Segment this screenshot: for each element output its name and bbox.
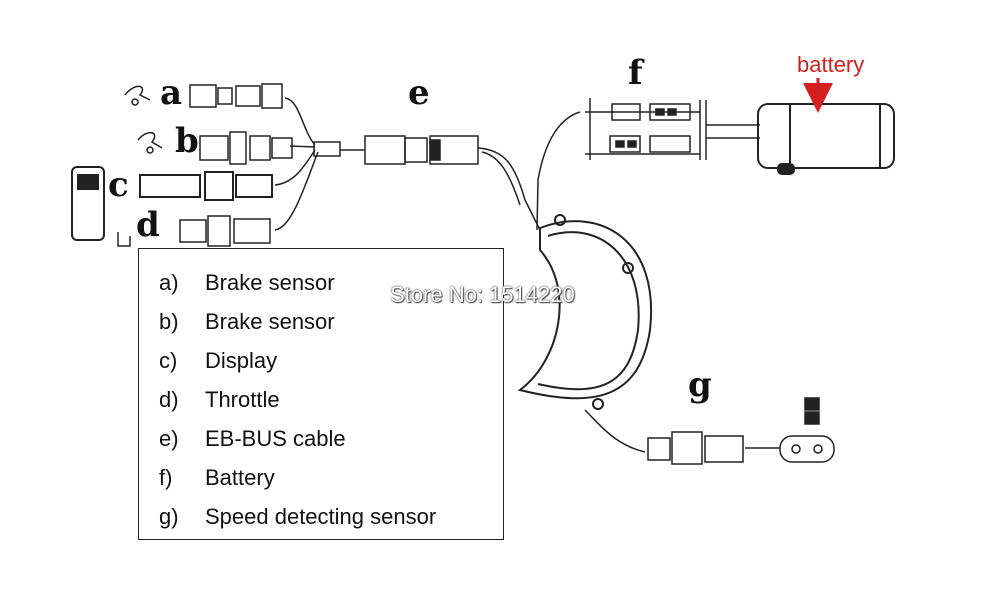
battery-connectors-icon: [609, 103, 691, 153]
legend-text: Speed detecting sensor: [205, 503, 437, 529]
legend-text: Throttle: [205, 386, 280, 412]
label-g: g: [688, 365, 712, 405]
store-watermark: Store No: 1514220: [390, 282, 575, 307]
legend-key: e): [159, 425, 179, 451]
legend-text: Brake sensor: [205, 269, 335, 295]
legend-text: Display: [205, 347, 278, 373]
brake-sensor-b-icon: [137, 131, 293, 165]
label-d: d: [136, 205, 160, 245]
display-icon: [71, 166, 273, 241]
legend-item: d) Throttle: [159, 380, 503, 419]
legend-text: EB-BUS cable: [205, 425, 346, 451]
label-f: f: [628, 53, 645, 93]
legend-item: f) Battery: [159, 458, 503, 497]
legend-text: Brake sensor: [205, 308, 335, 334]
legend-item: b) Brake sensor: [159, 302, 503, 341]
motor-housing-icon: [517, 214, 653, 410]
label-c: c: [108, 165, 129, 205]
legend-list: a) Brake sensor b) Brake sensor c) Display d) T…: [139, 249, 503, 536]
throttle-icon: [117, 215, 271, 247]
legend-box: a) Brake sensor b) Brake sensor c) Display d) T…: [138, 248, 504, 540]
legend-text: Battery: [205, 464, 275, 490]
legend-key: c): [159, 347, 178, 373]
label-e: e: [408, 73, 430, 113]
legend-item: e) EB-BUS cable: [159, 419, 503, 458]
input-wires: [274, 97, 780, 453]
legend-key: b): [159, 308, 179, 334]
label-b: b: [175, 121, 199, 161]
legend-key: g): [159, 503, 179, 529]
legend-item: a) Brake sensor: [159, 263, 503, 302]
speed-sensor-icon: [647, 397, 835, 465]
label-a: a: [160, 73, 182, 113]
legend-key: a): [159, 269, 179, 295]
battery-label: battery: [797, 52, 864, 77]
legend-key: f): [159, 464, 173, 490]
legend-key: d): [159, 386, 179, 412]
eb-bus-connector-icon: [313, 135, 479, 165]
legend-item: c) Display: [159, 341, 503, 380]
battery-icon: [757, 103, 895, 175]
brake-sensor-a-icon: [124, 83, 283, 109]
legend-item: g) Speed detecting sensor: [159, 497, 503, 536]
